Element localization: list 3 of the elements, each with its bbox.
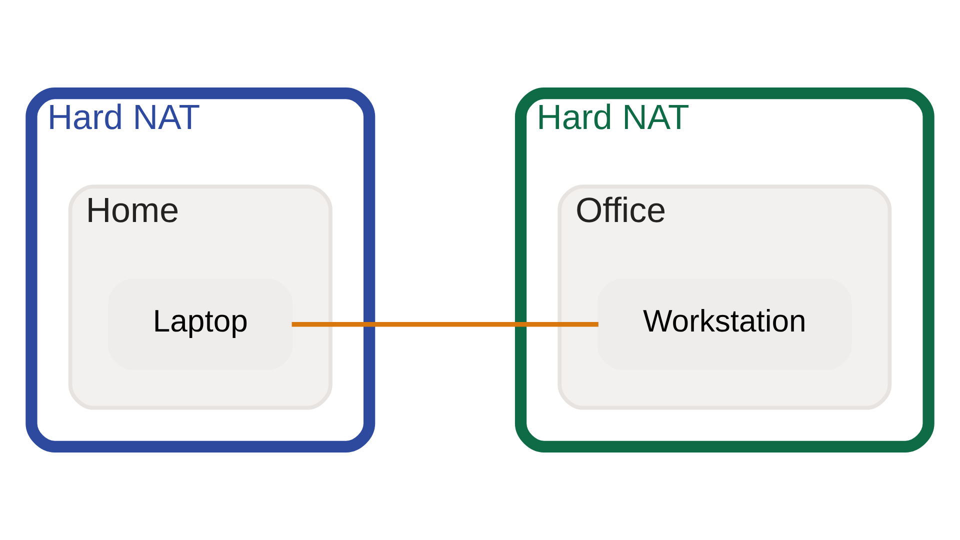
- node-text: Laptop: [152, 304, 248, 339]
- node-text: Workstation: [642, 304, 806, 339]
- connector: [292, 322, 598, 327]
